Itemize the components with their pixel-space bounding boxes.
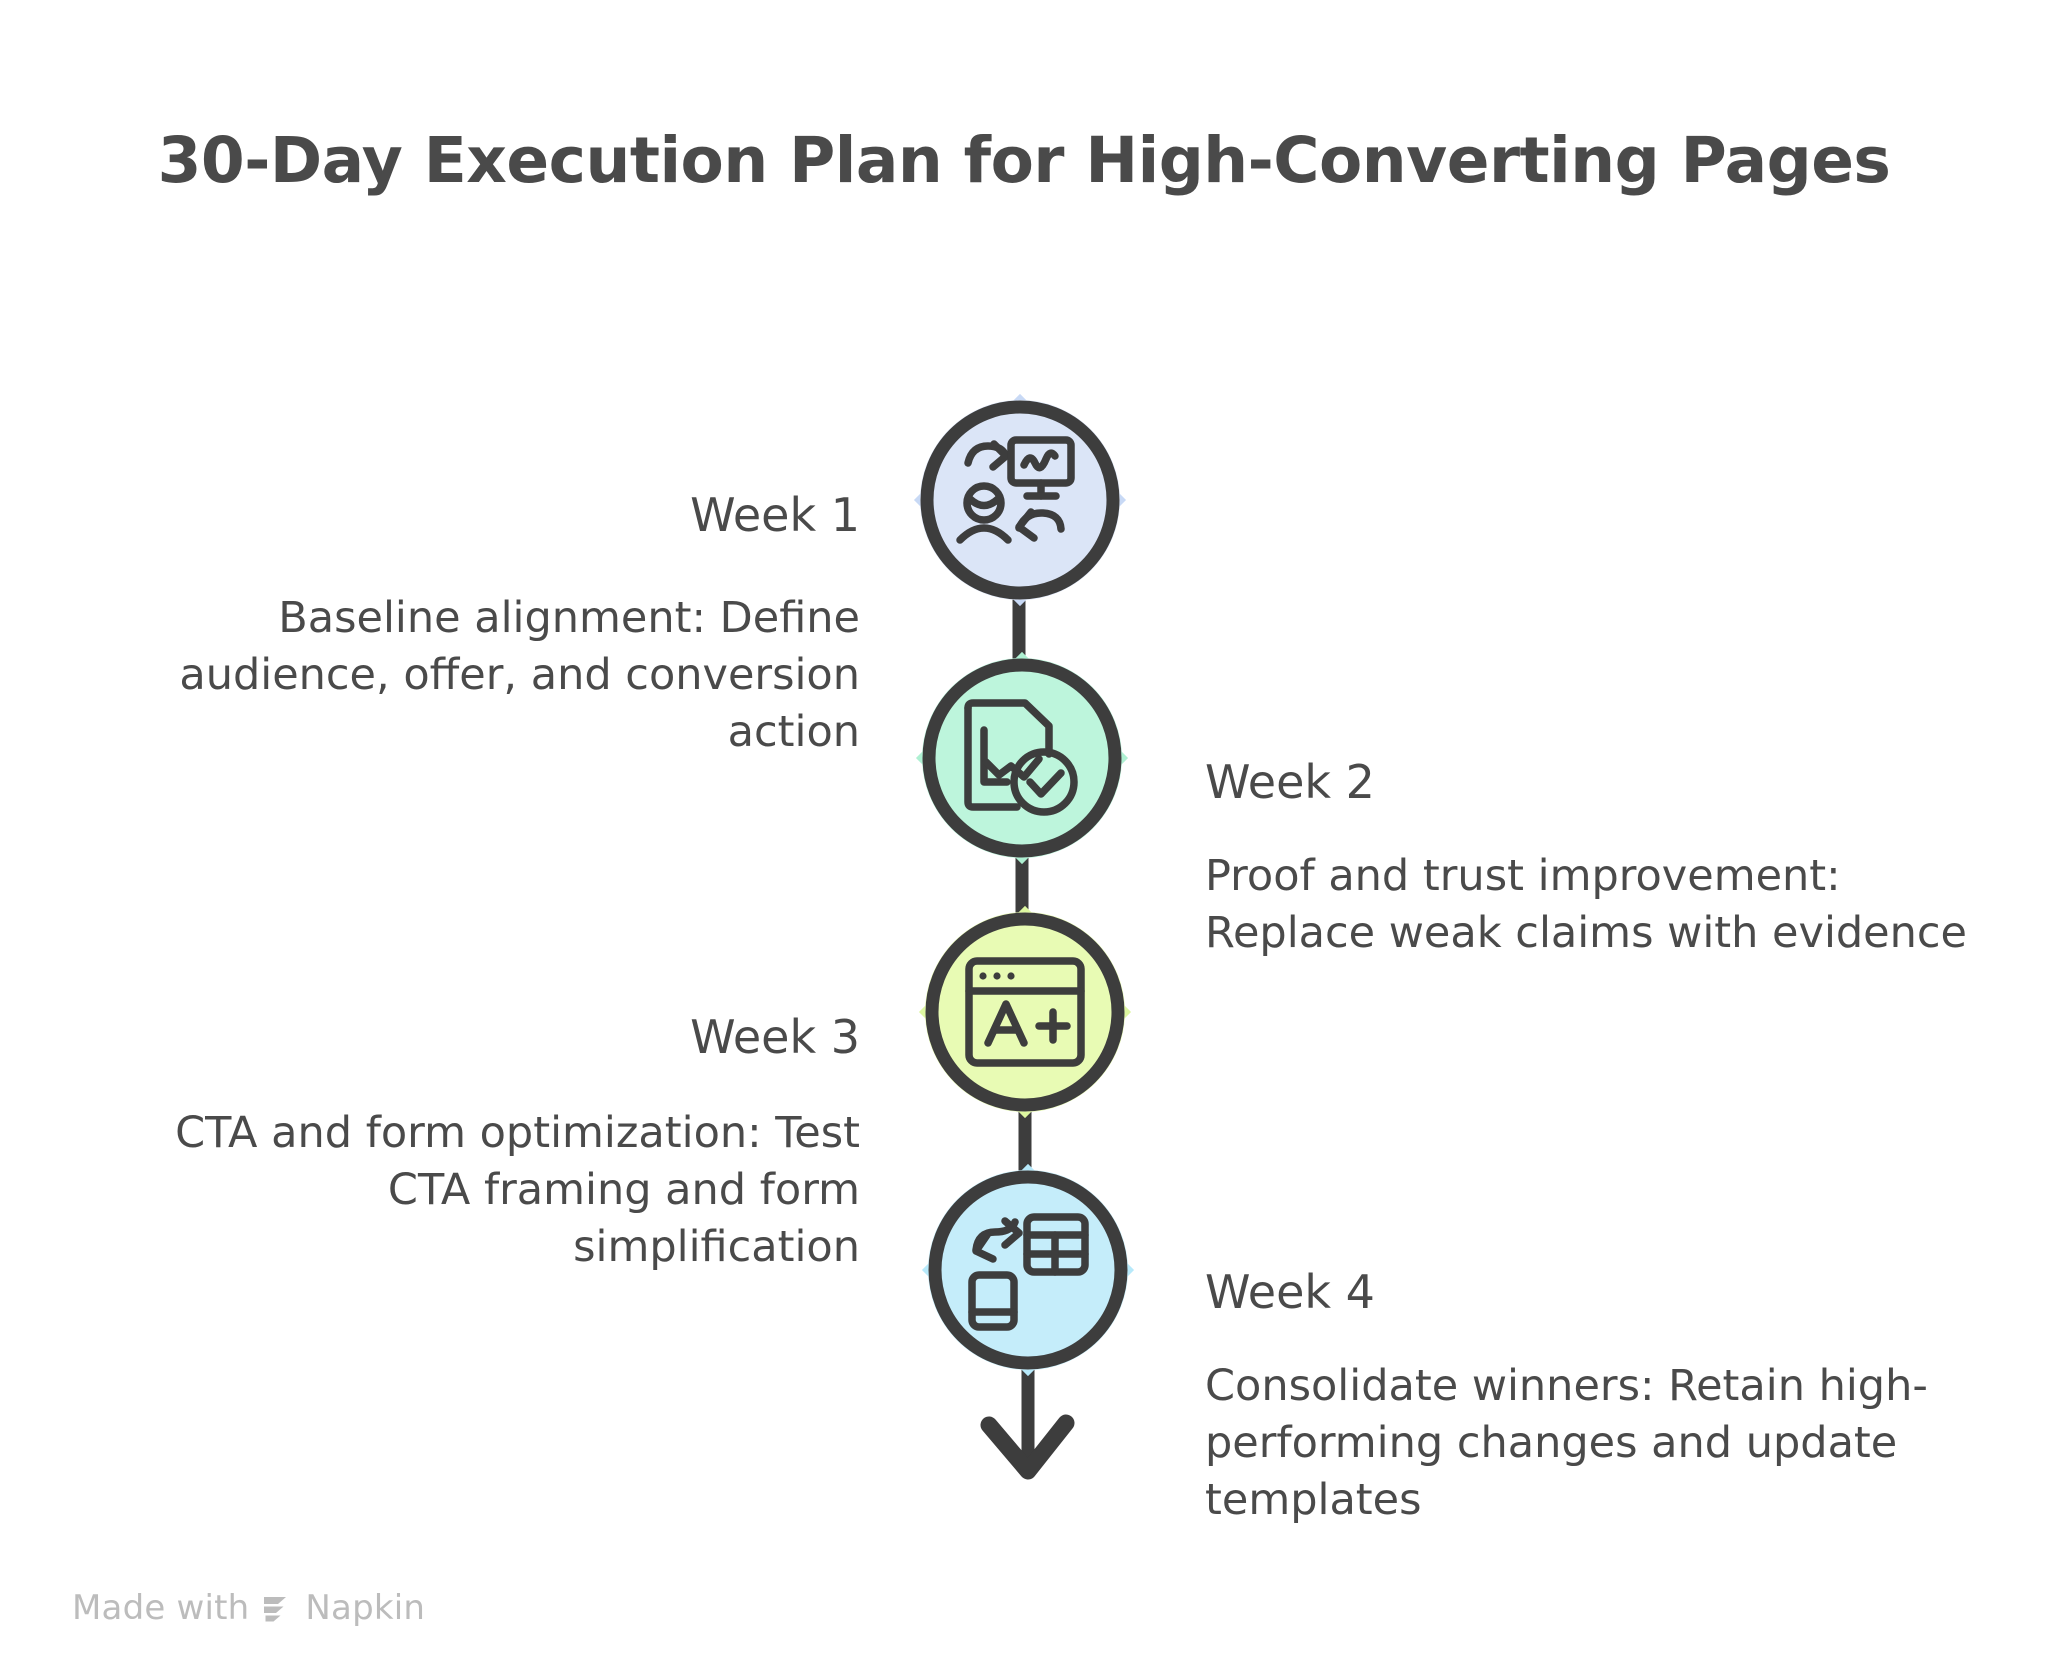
page-title: 30-Day Execution Plan for High-Convertin… <box>157 124 1891 197</box>
presentation-chart-icon <box>1007 436 1075 500</box>
step-label-week-4: Week 4 <box>1205 1265 1375 1319</box>
timeline-node-week-4[interactable] <box>921 1163 1135 1377</box>
week-3-icon-group <box>965 957 1085 1067</box>
step-description-week-1: Baseline alignment: Define audience, off… <box>179 593 860 758</box>
step-description-week-4: Consolidate winners: Retain high-perform… <box>1205 1361 1928 1526</box>
node-ring <box>925 912 1125 1112</box>
step-label-week-2: Week 2 <box>1205 755 1375 809</box>
timeline-node-week-1[interactable] <box>913 393 1127 607</box>
timeline-node-week-3[interactable] <box>918 905 1132 1119</box>
step-description-week-2: Proof and trust improvement: Replace wea… <box>1205 851 1967 959</box>
person-icon <box>956 482 1012 544</box>
step-label-week-3: Week 3 <box>690 1010 860 1064</box>
week-4-icon-group <box>968 1213 1089 1331</box>
timeline-node-week-2[interactable] <box>915 651 1129 865</box>
made-with-label: Made with <box>72 1588 250 1628</box>
document-chart-icon <box>964 699 1053 811</box>
node-ring <box>922 658 1122 858</box>
curved-arrow-icon <box>964 440 1010 471</box>
node-ring <box>920 400 1120 600</box>
napkin-logo-icon <box>260 1591 294 1625</box>
arrow-head-icon <box>980 1414 1075 1480</box>
step-label-week-1: Week 1 <box>690 488 860 542</box>
made-with-napkin-watermark: Made with Napkin <box>72 1588 425 1628</box>
a-plus-grade-icon <box>984 1000 1071 1047</box>
step-description-week-3: CTA and form optimization: Test CTA fram… <box>175 1108 860 1273</box>
table-grid-icon <box>1023 1213 1089 1276</box>
card-icon <box>968 1271 1018 1331</box>
return-arrow-icon <box>1015 508 1065 542</box>
check-circle-icon <box>1010 748 1078 816</box>
node-ring <box>928 1170 1128 1370</box>
browser-window-icon <box>965 957 1085 1067</box>
week-2-icon-group <box>964 699 1078 816</box>
swap-arrow-icon <box>972 1217 1023 1263</box>
week-1-icon-group <box>956 436 1075 544</box>
napkin-brand-label: Napkin <box>305 1588 426 1628</box>
